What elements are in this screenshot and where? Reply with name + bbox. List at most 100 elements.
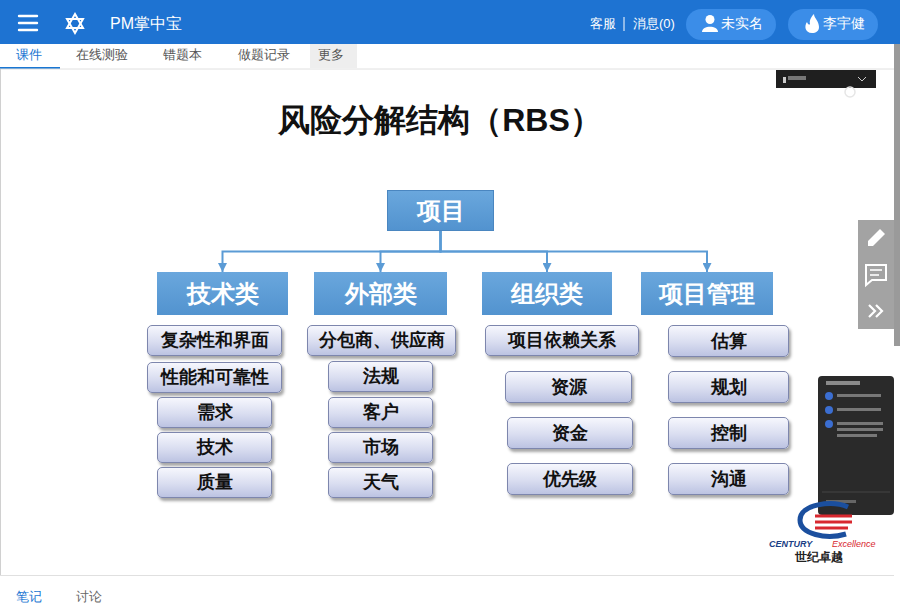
box-label: 分包商、供应商 [319, 330, 445, 351]
box-label: 技术类 [187, 280, 259, 308]
slide-title: 风险分解结构（RBS） [278, 101, 602, 139]
risk-item-box: 质量 [157, 467, 272, 498]
chat-line [837, 434, 877, 437]
pill-label: 未实名 [721, 15, 763, 32]
category-box: 技术类 [157, 272, 288, 315]
box-label: 资源 [551, 377, 587, 398]
box-label: 资金 [552, 423, 588, 444]
risk-item-box: 分包商、供应商 [307, 325, 456, 356]
pencil-icon [868, 229, 885, 246]
tab: 做题记录 [238, 47, 290, 63]
tab-more-bg [310, 44, 357, 68]
box-label: 市场 [363, 437, 399, 458]
logo-text: 世纪卓越 [795, 550, 843, 564]
tab: 错题本 [163, 47, 202, 63]
expand-icon [869, 305, 882, 317]
person-head [706, 15, 715, 24]
chat-avatar [825, 392, 833, 400]
scrollbar [894, 44, 900, 346]
box-label: 性能和可靠性 [161, 367, 269, 388]
root-box: 项目 [387, 190, 494, 231]
message-outline [866, 265, 886, 285]
logo-text: Excellence [832, 539, 876, 550]
box-label: 复杂性和界面 [161, 330, 269, 351]
tab: 更多 [318, 47, 344, 63]
risk-item-box: 控制 [668, 417, 789, 449]
message-icon [866, 265, 886, 285]
risk-item-box: 沟通 [668, 463, 789, 495]
bottom-divider [0, 575, 894, 576]
box-label: 项目 [417, 197, 465, 225]
box-label: 外部类 [345, 280, 417, 308]
logo-stripe [815, 515, 852, 518]
chat-avatar [825, 406, 833, 414]
risk-item-box: 资金 [507, 417, 633, 449]
tree-connector [441, 231, 708, 272]
box-label: 项目管理 [659, 280, 755, 308]
risk-item-box: 天气 [328, 467, 433, 498]
bottom-tab: 笔记 [16, 589, 42, 605]
logo-swoosh [800, 504, 848, 537]
risk-item-box: 复杂性和界面 [147, 325, 282, 356]
box-label: 沟通 [711, 469, 747, 490]
chat-panel-title [826, 381, 860, 385]
pill-button [686, 9, 776, 40]
tab: 在线测验 [76, 47, 128, 63]
risk-item-box: 客户 [328, 397, 433, 428]
slide-border [0, 69, 1, 575]
live-bar-text [788, 76, 806, 80]
message-line [870, 274, 879, 276]
menu-link: 消息(0) [633, 16, 675, 32]
chevron [876, 305, 882, 317]
message-line [870, 269, 882, 271]
star-icon [67, 14, 83, 33]
live-bar-chevron [858, 77, 866, 81]
tree-connector [381, 231, 441, 272]
box-label: 控制 [711, 423, 747, 444]
category-box: 项目管理 [641, 272, 773, 315]
app-name: PM掌中宝 [110, 14, 182, 33]
chat-avatar [825, 420, 833, 428]
app-bar [0, 0, 900, 44]
century-logo [800, 504, 852, 537]
menu-line [19, 29, 37, 31]
pill-label: 李宇健 [823, 15, 865, 32]
box-label: 组织类 [511, 280, 583, 308]
box-label: 项目依赖关系 [508, 330, 616, 351]
menu-link: 客服 [590, 16, 616, 32]
box-label: 估算 [711, 331, 747, 352]
person-icon [702, 15, 718, 32]
logo-stripe [815, 521, 852, 524]
logo-text: CENTURY [769, 539, 812, 550]
chat-panel [818, 376, 894, 515]
box-label: 法规 [363, 366, 399, 387]
tool-column [858, 220, 894, 329]
tab-divider [0, 69, 894, 70]
chat-line [837, 394, 881, 397]
box-label: 需求 [197, 402, 233, 423]
risk-item-box: 优先级 [507, 463, 633, 495]
chevron [869, 305, 875, 317]
separator [624, 17, 625, 31]
box-label: 客户 [363, 402, 399, 423]
menu-line [19, 22, 37, 24]
live-bar [776, 70, 876, 88]
risk-item-box: 性能和可靠性 [147, 362, 282, 393]
menu-icon [19, 16, 37, 30]
risk-item-box: 法规 [328, 361, 433, 392]
risk-item-box: 市场 [328, 432, 433, 463]
risk-item-box: 资源 [505, 371, 632, 403]
category-box: 外部类 [314, 272, 447, 315]
live-bar-icon [783, 77, 786, 83]
chat-line [837, 408, 881, 411]
chat-divider [822, 492, 890, 493]
risk-item-box: 需求 [157, 397, 272, 428]
box-label: 优先级 [543, 469, 597, 490]
box-label: 技术 [197, 437, 233, 458]
person-body [702, 27, 718, 32]
risk-item-box: 规划 [668, 371, 789, 403]
watermark-logo [845, 87, 855, 97]
tab: 课件 [16, 47, 42, 63]
